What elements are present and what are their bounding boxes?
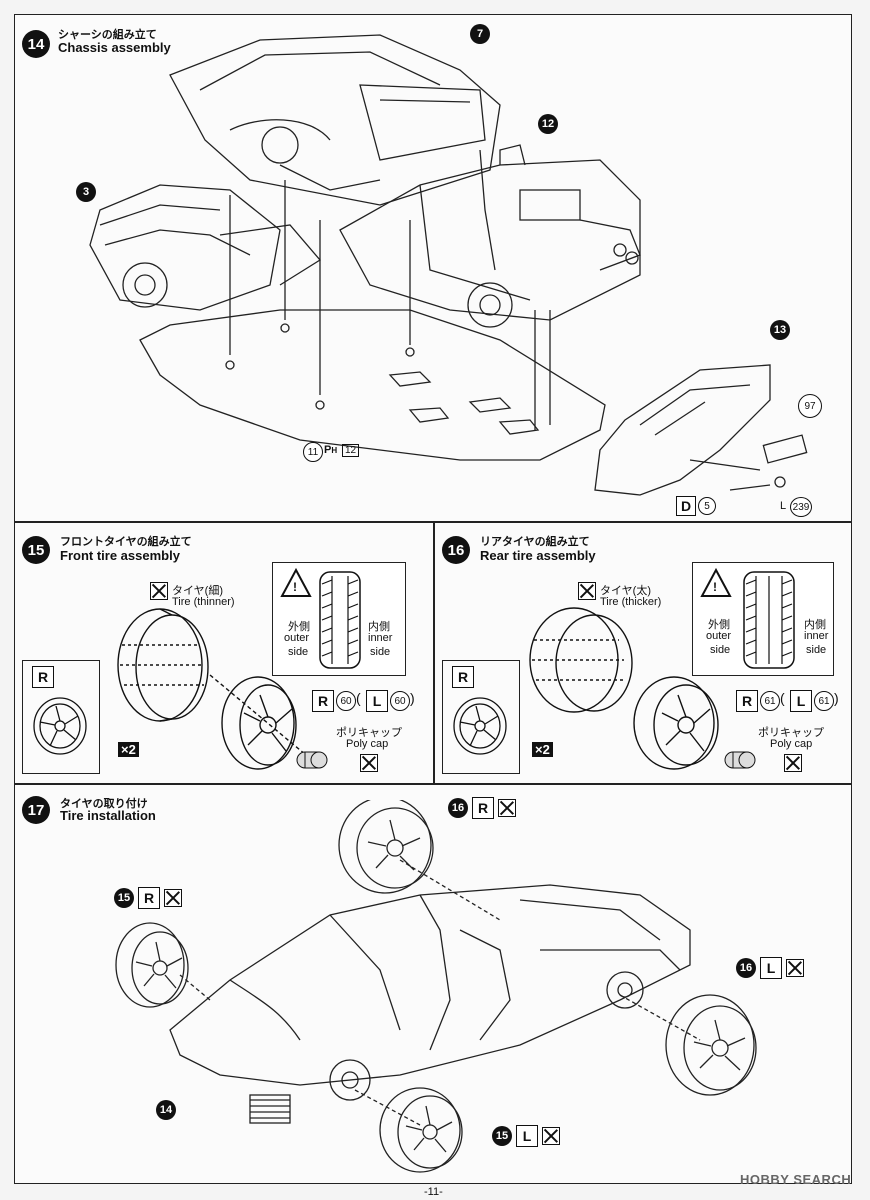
callout-12: 12: [538, 114, 558, 134]
step16-outer-en1: outer: [706, 630, 732, 642]
rl-cut-icon: [786, 959, 804, 977]
step16-wheel-box: [442, 660, 520, 774]
l239-num: 239: [790, 497, 812, 517]
step15-polycap-jp: ポリキャップ: [336, 727, 402, 739]
step17-number: 17: [22, 796, 50, 824]
l239-prefix: L: [780, 500, 787, 512]
step14-title-en: Chassis assembly: [58, 40, 171, 55]
watermark: HOBBY SEARCH: [740, 1172, 852, 1187]
step15-polycap-cut-icon: [360, 754, 378, 772]
step15-wheel-icon: [33, 697, 87, 755]
ref-11-h-text: H: [331, 446, 338, 455]
step15-tire-en: Tire (thinner): [172, 596, 235, 608]
step16-wheel-icon: [453, 697, 507, 755]
step17-title-en: Tire installation: [60, 808, 156, 823]
step15-tread-icon: [319, 571, 361, 669]
step15-inner-en2: side: [370, 646, 391, 658]
d-num: 5: [698, 497, 716, 515]
fl-side: L: [516, 1125, 538, 1147]
fl-badge: 15: [492, 1126, 512, 1146]
fr-badge: 15: [114, 888, 134, 908]
step16-tire-en: Tire (thicker): [600, 596, 662, 608]
ref-11-circle: 11: [303, 442, 323, 462]
step16-outer-jp: 外側: [708, 619, 730, 631]
ref-11-p: PH: [324, 444, 337, 456]
step15-r-num: 60: [336, 691, 356, 711]
step16-open-paren: (: [780, 690, 785, 706]
rl-side: L: [760, 957, 782, 979]
step16-polycap-cut-icon: [784, 754, 802, 772]
step15-open-paren: (: [356, 690, 361, 706]
step16-polycap-drawing: [724, 751, 756, 769]
step15-polycap-drawing: [296, 751, 328, 769]
ref-11-p-text: P: [324, 444, 332, 456]
rr-badge: 16: [448, 798, 468, 818]
step15-warning-icon: [280, 568, 312, 597]
fr-side: R: [138, 887, 160, 909]
step15-polycap-en: Poly cap: [346, 738, 389, 750]
step15-l-box: L: [366, 690, 388, 712]
step16-tire-drawing: [529, 607, 719, 770]
step16-close-paren: ): [834, 690, 839, 706]
ref-97: 97: [798, 394, 822, 418]
step17-title-jp: タイヤの取り付け: [60, 798, 148, 810]
step15-inner-jp: 内側: [368, 621, 390, 633]
step15-wheel-r: R: [32, 666, 54, 688]
step16-times: ×2: [532, 742, 553, 757]
step15-tire-cut-icon: [150, 582, 168, 600]
fl-cut-icon: [542, 1127, 560, 1145]
rr-cut-icon: [498, 799, 516, 817]
step15-l-num: 60: [390, 691, 410, 711]
step15-tire-jp: タイヤ(細): [172, 585, 223, 597]
callout-13: 13: [770, 320, 790, 340]
step16-inner-en1: inner: [804, 630, 829, 642]
step16-wheel-r: R: [452, 666, 474, 688]
car-body-diagram: [115, 800, 757, 1173]
step16-inner-jp: 内側: [804, 619, 826, 631]
step15-r-box: R: [312, 690, 334, 712]
step16-inner-en2: side: [806, 644, 827, 656]
step16-r-num: 61: [760, 691, 780, 711]
step16-warn-mark: !: [713, 580, 717, 594]
step15-outer-en1: outer: [284, 632, 310, 644]
fr-cut-icon: [164, 889, 182, 907]
chassis-diagram: [89, 34, 808, 496]
step15-outer-jp: 外側: [288, 621, 310, 633]
step15-title-jp: フロントタイヤの組み立て: [60, 536, 192, 548]
step16-r-box: R: [736, 690, 758, 712]
step15-outer-en2: side: [288, 646, 309, 658]
step15-times: ×2: [118, 742, 139, 757]
step16-warning-icon: [700, 568, 732, 597]
step16-tread-icon: [743, 571, 795, 669]
callout-3: 3: [76, 182, 96, 202]
step16-polycap-en: Poly cap: [770, 738, 813, 750]
rr-side: R: [472, 797, 494, 819]
step16-title-jp: リアタイヤの組み立て: [480, 536, 590, 548]
step15-number: 15: [22, 536, 50, 564]
step15-warn-mark: !: [293, 580, 297, 594]
ref-11-box: 12: [342, 444, 360, 457]
d-box: D: [676, 496, 696, 516]
step15-wheel-box: [22, 660, 100, 774]
step16-title-en: Rear tire assembly: [480, 548, 596, 563]
step16-l-num: 61: [814, 691, 834, 711]
body-ref-badge: 14: [156, 1100, 176, 1120]
page-number: -11-: [424, 1186, 443, 1198]
step16-outer-en2: side: [710, 644, 731, 656]
step16-tire-cut-icon: [578, 582, 596, 600]
rl-badge: 16: [736, 958, 756, 978]
step14-panel: [14, 14, 852, 522]
step16-number: 16: [442, 536, 470, 564]
step14-number: 14: [22, 30, 50, 58]
step15-tire-drawing: [117, 608, 310, 770]
step15-close-paren: ): [410, 690, 415, 706]
step16-polycap-jp: ポリキャップ: [758, 727, 824, 739]
callout-7: 7: [470, 24, 490, 44]
step15-inner-en1: inner: [368, 632, 393, 644]
step16-l-box: L: [790, 690, 812, 712]
step16-tire-jp: タイヤ(太): [600, 585, 651, 597]
step14-title-jp: シャーシの組み立て: [58, 29, 157, 41]
step15-title-en: Front tire assembly: [60, 548, 180, 563]
